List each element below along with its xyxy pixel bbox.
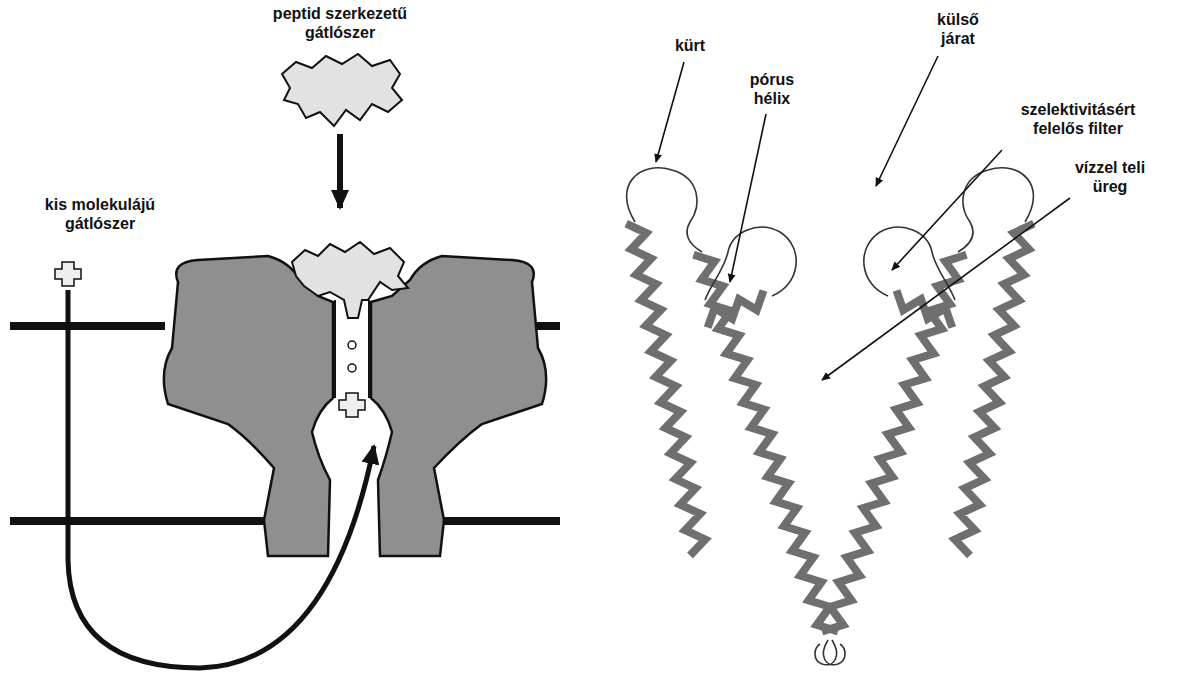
part-label: peptid szerkezetű gátlószer — [255, 4, 425, 42]
bound-small-inhibitor — [339, 393, 365, 417]
part-label: kis molekulájú gátlószer — [15, 195, 185, 233]
binding-arrow — [337, 134, 343, 208]
part-label: pórus hélix — [737, 70, 807, 108]
ion — [348, 364, 356, 372]
leader-lines — [656, 56, 1070, 380]
part-label: külső járat — [923, 10, 993, 48]
part-label: szelektivitásért felelős filter — [998, 100, 1158, 138]
part-label: kürt — [650, 36, 730, 55]
alpha-helix — [626, 224, 705, 556]
alpha-helix — [694, 255, 839, 632]
alpha-helix — [708, 291, 764, 328]
small-inhibitor — [55, 262, 81, 286]
peptide-inhibitor — [282, 54, 402, 126]
part-label: vízzel teli üreg — [1065, 158, 1155, 196]
helix-ribbon — [626, 168, 845, 665]
bound-peptide-inhibitor — [292, 242, 408, 318]
entry-path-arrow — [68, 290, 374, 668]
ion — [348, 341, 356, 349]
